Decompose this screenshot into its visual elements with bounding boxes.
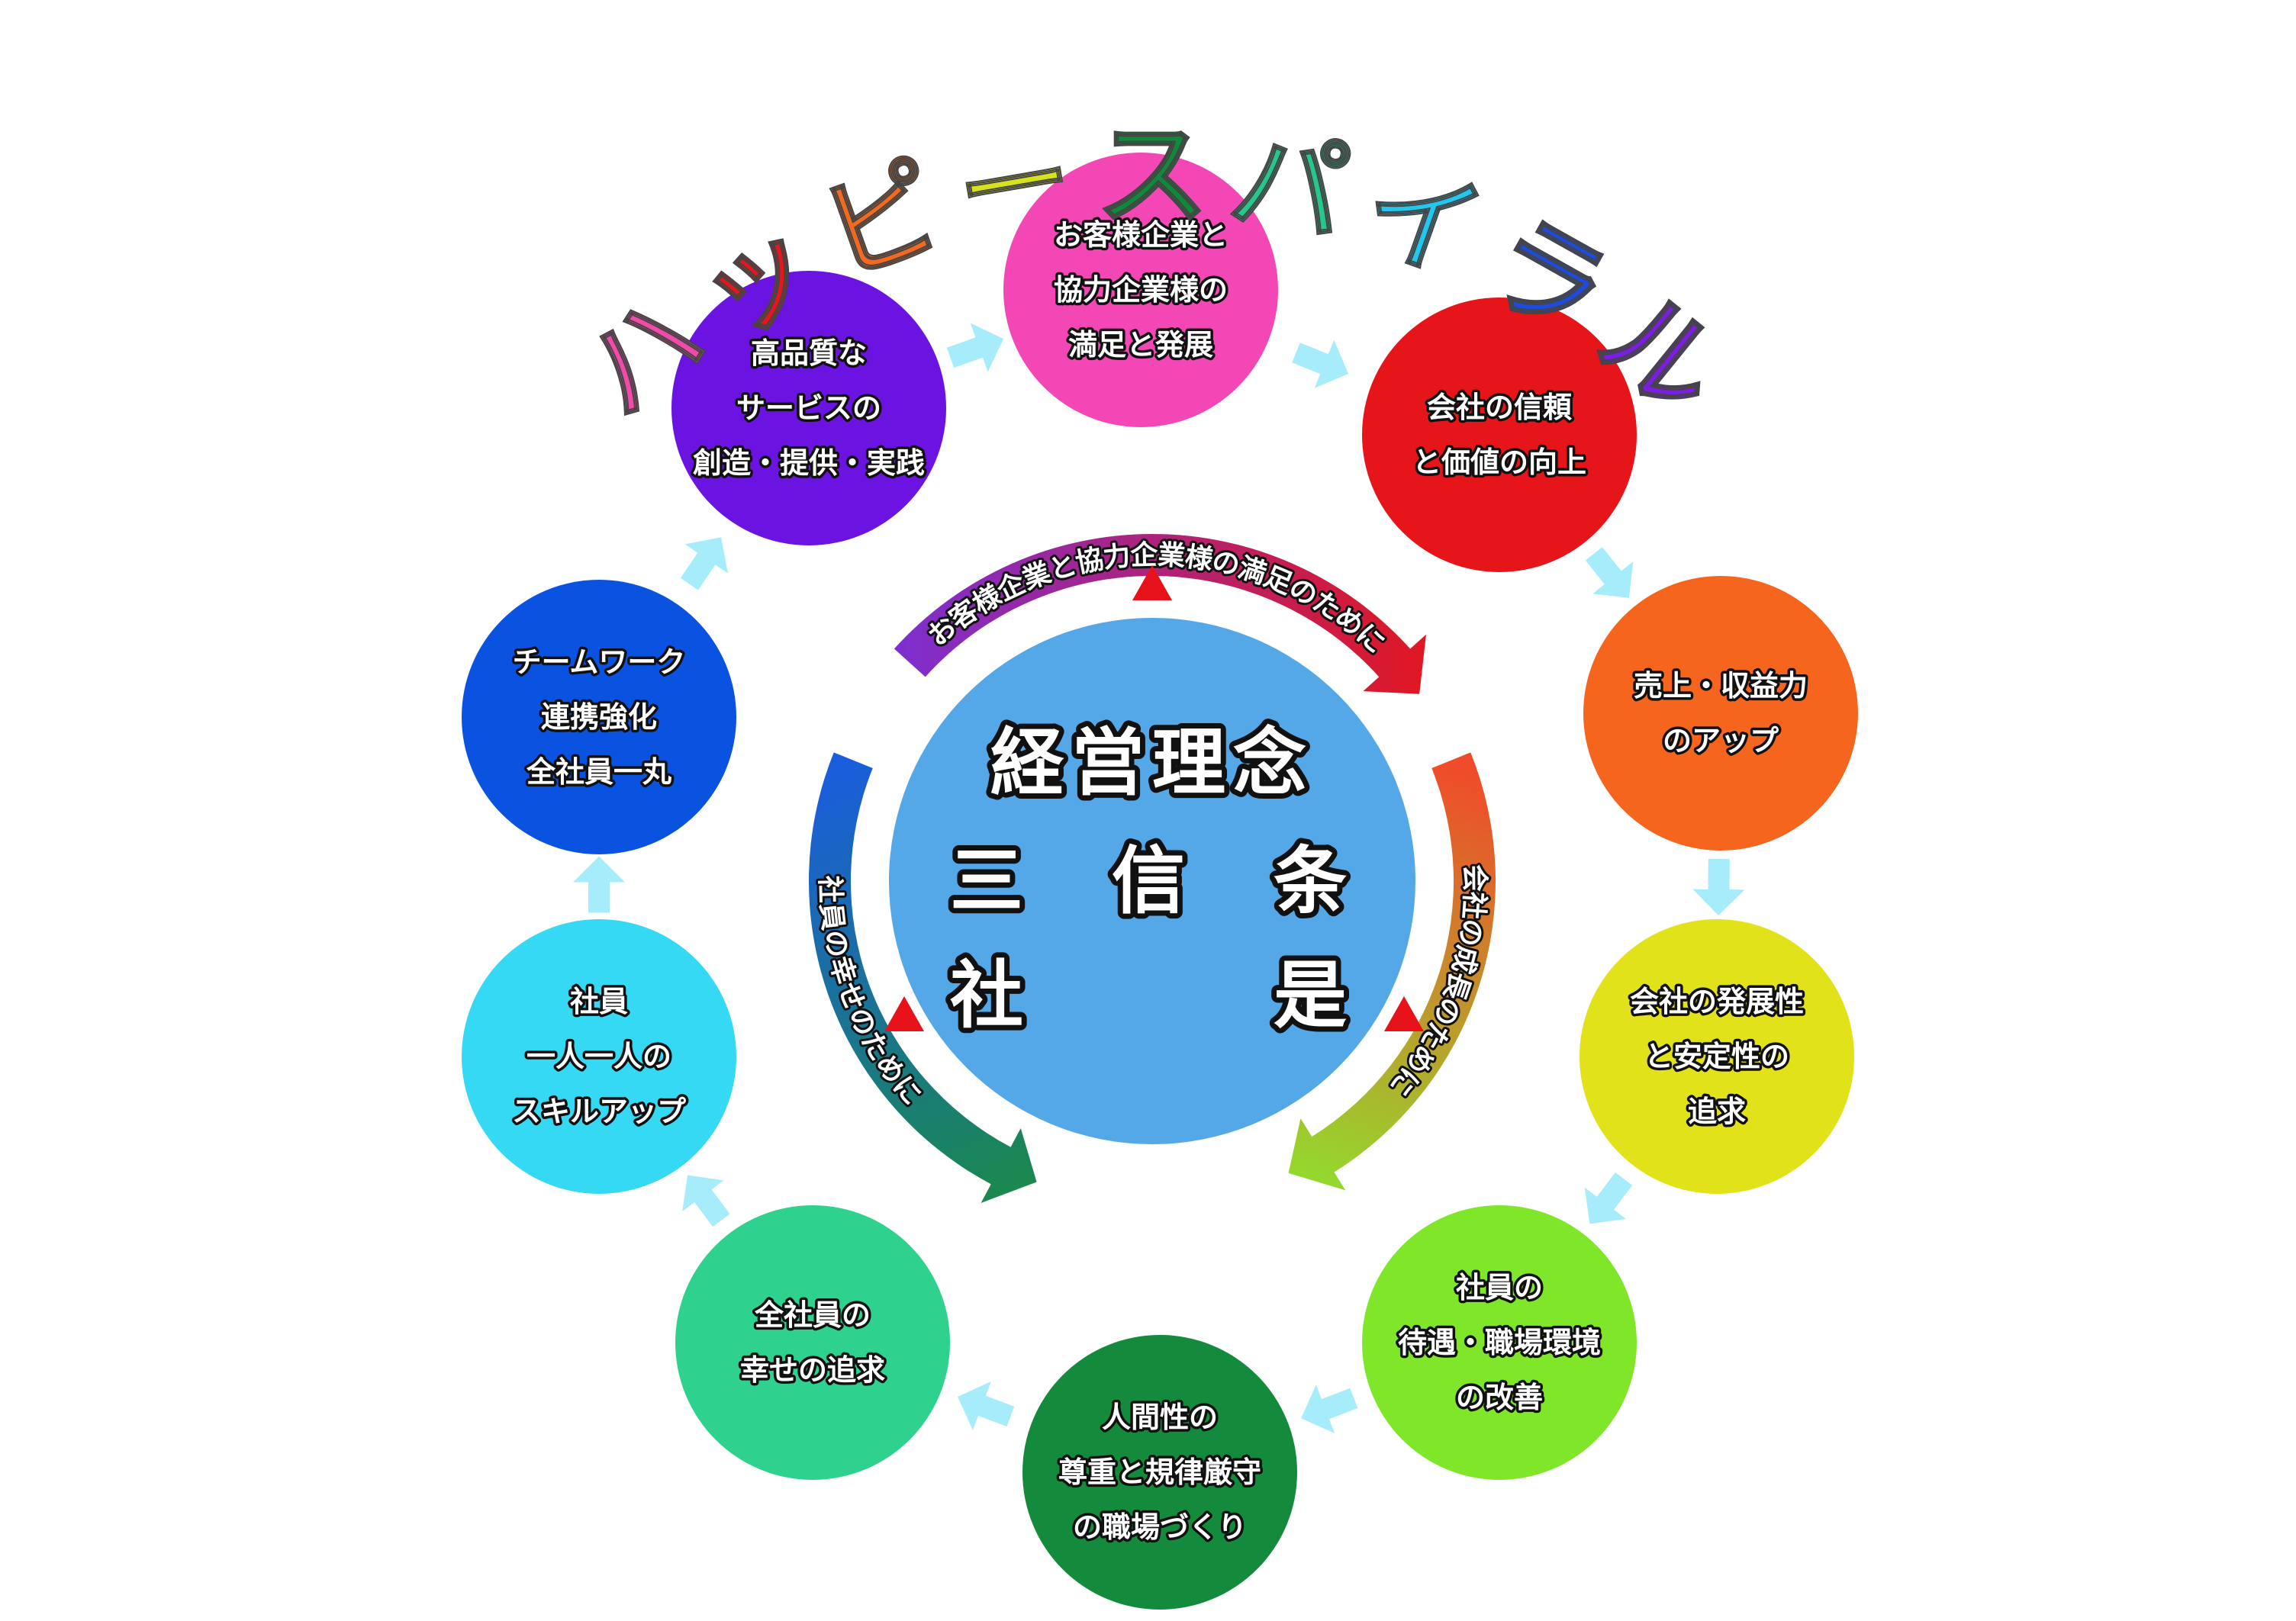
node-label-line: の改善 bbox=[1456, 1381, 1543, 1414]
cycle-arrow bbox=[958, 1381, 1015, 1430]
node-label-line: の職場づくり bbox=[1073, 1510, 1247, 1544]
node-circle bbox=[1362, 298, 1637, 572]
node-label-line: 幸せの追求 bbox=[740, 1353, 885, 1387]
cycle-arrow bbox=[1584, 1172, 1633, 1224]
node-label-line: 待遇・職場環境 bbox=[1398, 1326, 1601, 1359]
title-char: ス bbox=[1095, 109, 1209, 242]
title-char: ー bbox=[948, 112, 1083, 262]
node-label-line: 全社員の bbox=[754, 1298, 871, 1332]
node-label-line: お客様企業と bbox=[1054, 218, 1228, 252]
node-label-line: 協力企業様の bbox=[1054, 273, 1228, 307]
node-label-line: サービスの bbox=[736, 391, 881, 425]
cycle-arrow bbox=[573, 856, 625, 913]
cycle-arrow-shape bbox=[1692, 858, 1745, 915]
node-label-line: 社員 bbox=[570, 985, 628, 1018]
node-label-line: 人間性の bbox=[1102, 1401, 1218, 1434]
node-label-line: 満足と発展 bbox=[1068, 328, 1213, 362]
cycle-arrow-shape bbox=[1585, 547, 1634, 598]
cycle-arrow bbox=[1692, 858, 1745, 915]
node-circle bbox=[1583, 576, 1858, 851]
cycle-arrow-shape bbox=[958, 1381, 1015, 1430]
node-label-line: 追求 bbox=[1688, 1095, 1746, 1128]
cycle-arrow-shape bbox=[946, 323, 1004, 372]
center-line-philosophy: 経営理念 bbox=[990, 720, 1314, 806]
cycle-arrow-shape bbox=[682, 1175, 730, 1227]
node-label-line: 尊重と規律厳守 bbox=[1058, 1455, 1261, 1489]
center-disc bbox=[889, 618, 1415, 1144]
node-circle bbox=[462, 580, 736, 854]
cycle-arrow bbox=[680, 537, 728, 590]
node-label-line: チームワーク bbox=[513, 645, 686, 679]
node-label-line: 会社の発展性 bbox=[1630, 985, 1804, 1018]
red-triangle bbox=[1132, 565, 1172, 600]
node-label-line: 高品質な bbox=[751, 336, 867, 370]
title-char: イ bbox=[1346, 140, 1498, 304]
cycle-arrow-shape bbox=[1301, 1385, 1358, 1433]
node-circle bbox=[671, 271, 946, 545]
cycle-arrow bbox=[946, 323, 1004, 372]
cycle-arrow bbox=[1585, 547, 1634, 598]
cycle-arrow-shape bbox=[680, 537, 728, 590]
node-circle bbox=[675, 1205, 950, 1480]
red-triangles bbox=[884, 565, 1424, 1031]
cycle-arrow-shape bbox=[1584, 1172, 1633, 1224]
arc-band-left bbox=[809, 752, 1037, 1204]
node-label-line: 連携強化 bbox=[541, 700, 657, 734]
node-label-line: スキルアップ bbox=[512, 1095, 686, 1128]
node-label-line: 全社員一丸 bbox=[526, 755, 671, 789]
cycle-arrows bbox=[573, 323, 1745, 1433]
cycle-arrow bbox=[1301, 1385, 1358, 1433]
node-label-line: 売上・収益力 bbox=[1634, 669, 1808, 703]
red-triangle bbox=[1384, 996, 1424, 1031]
node-label-line: と価値の向上 bbox=[1412, 445, 1586, 479]
center-circle: 経営理念 三 信 条 社 是 bbox=[889, 618, 1415, 1144]
cycle-arrow-shape bbox=[573, 856, 625, 913]
node-circle bbox=[1362, 1205, 1637, 1480]
node-label-line: 会社の信頼 bbox=[1427, 391, 1573, 424]
node-label-line: 創造・提供・実践 bbox=[693, 446, 925, 480]
cycle-arrow bbox=[1292, 339, 1349, 388]
title-char: パ bbox=[1222, 112, 1357, 262]
arc-band-top bbox=[894, 534, 1426, 694]
arc-band-right bbox=[1288, 752, 1496, 1191]
node-circle bbox=[1003, 153, 1278, 427]
node-label-line: 社員の bbox=[1456, 1271, 1543, 1304]
center-line-creed: 三 信 条 bbox=[950, 838, 1354, 924]
node-label-line: と安定性の bbox=[1644, 1040, 1789, 1073]
node-label-line: 一人一人の bbox=[527, 1040, 671, 1073]
node-circle bbox=[1022, 1335, 1297, 1610]
cycle-arrow-shape bbox=[1292, 339, 1349, 388]
node-circle bbox=[1580, 919, 1854, 1194]
node-circle bbox=[462, 919, 736, 1194]
red-triangle bbox=[884, 996, 924, 1031]
cycle-arrow bbox=[682, 1175, 730, 1227]
center-line-motto: 社 是 bbox=[950, 953, 1354, 1038]
cycle-nodes: お客様企業と協力企業様の満足と発展会社の信頼と価値の向上売上・収益力のアップ会社… bbox=[462, 153, 1858, 1610]
node-label-line: のアップ bbox=[1663, 724, 1779, 757]
